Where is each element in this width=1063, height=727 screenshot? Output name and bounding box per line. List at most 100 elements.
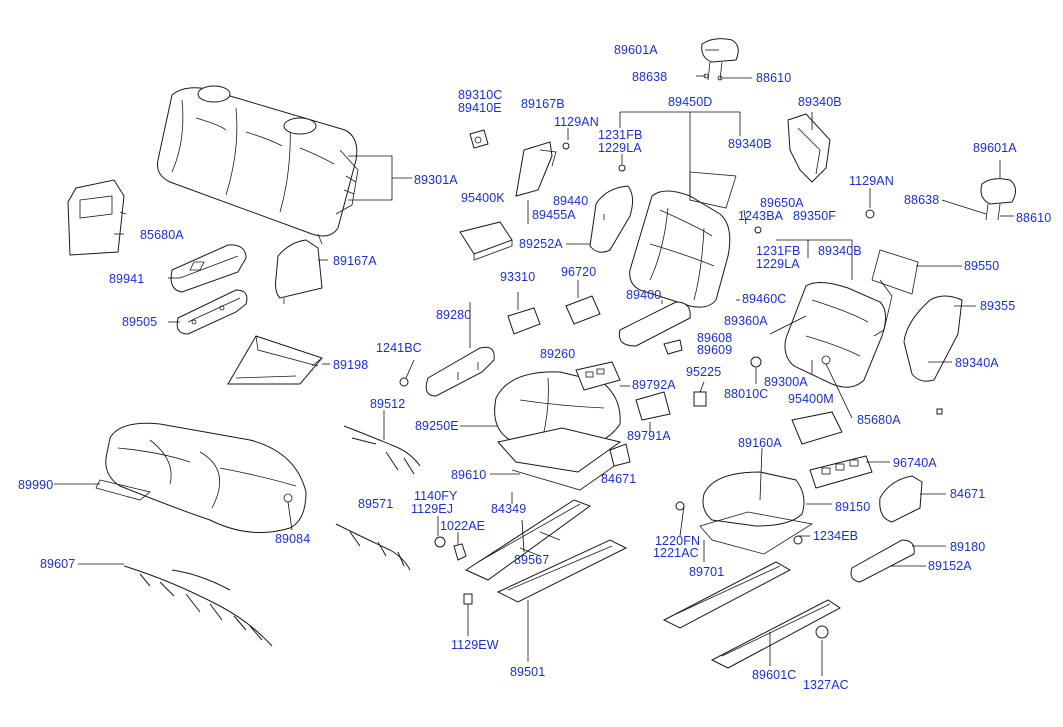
part-label: 89608	[697, 331, 733, 345]
part-label: 89280	[436, 308, 472, 322]
bolt-88010C	[750, 356, 762, 368]
part-label: 1022AE	[440, 519, 486, 533]
panel-89167B	[515, 141, 557, 197]
side-bolster-89440	[589, 185, 634, 253]
bracket-84671-center	[609, 443, 631, 467]
screw-1129AN	[562, 142, 570, 150]
part-label: 89250E	[415, 419, 459, 433]
wiring-harness-89512	[343, 425, 421, 475]
part-label: 88610	[756, 71, 792, 85]
switch-93310	[507, 307, 541, 335]
screw-1243BA	[754, 226, 762, 234]
part-label: 89460C	[742, 292, 787, 306]
part-label: 85680A	[857, 413, 901, 427]
bracket-89340B	[787, 113, 831, 183]
module-96720	[565, 295, 601, 325]
part-label: 89301A	[414, 173, 458, 187]
part-label: 93310	[500, 270, 536, 284]
part-label: 89792A	[632, 378, 676, 392]
part-label: 1229LA	[598, 141, 642, 155]
leader-lines	[54, 49, 1014, 676]
piece-89180	[850, 539, 915, 583]
part-label: 89360A	[724, 314, 768, 328]
part-label: 89180	[950, 540, 986, 554]
part-label: 88638	[904, 193, 940, 207]
part-label: 89350F	[793, 209, 836, 223]
panel-89167A	[275, 239, 323, 304]
bolt-1129EW	[463, 593, 473, 614]
bolster-89355	[903, 295, 963, 382]
armrest	[170, 244, 247, 293]
part-label: 95225	[686, 365, 722, 379]
cover-89791A	[635, 391, 671, 421]
wiring-harness-89607	[123, 565, 273, 647]
part-label: 89252A	[519, 237, 563, 251]
screw-1220FN	[675, 501, 685, 511]
part-label: 89455A	[532, 208, 576, 222]
part-label: 1241BC	[376, 341, 422, 355]
part-label: 89791A	[627, 429, 671, 443]
part-label: 95400M	[788, 392, 834, 406]
rear-seat-cushion	[95, 422, 307, 533]
net-89198	[227, 335, 323, 385]
part-label: 89400	[626, 288, 662, 302]
part-label: 89610	[451, 468, 487, 482]
part-label: 1231FB	[756, 244, 801, 258]
small-clip	[936, 408, 943, 415]
part-label: 88610	[1016, 211, 1052, 225]
headrest-front	[701, 38, 739, 81]
armrest-89280	[425, 346, 495, 397]
part-label: 95400K	[461, 191, 505, 205]
part-label: 84671	[601, 472, 637, 486]
screw-1129AN-right	[865, 209, 875, 219]
part-label: 89167A	[333, 254, 377, 268]
clip-89608	[663, 339, 683, 355]
part-label: 88010C	[724, 387, 769, 401]
nut-1327AC	[815, 625, 829, 639]
part-label: 89501	[510, 665, 546, 679]
part-label: 89650A	[760, 196, 804, 210]
part-label: 1243BA	[738, 209, 784, 223]
part-label: 96740A	[893, 456, 937, 470]
part-label: 89607	[40, 557, 76, 571]
bracket-89505	[176, 289, 248, 335]
part-label: 84671	[950, 487, 986, 501]
part-label: 1220FN	[655, 534, 701, 548]
wiring-harness-89571	[335, 523, 411, 571]
part-label: 96720	[561, 265, 597, 279]
cushion-pan-89610	[497, 427, 622, 491]
part-label: 89512	[370, 397, 406, 411]
part-label: 89167B	[521, 97, 565, 111]
part-label: 89300A	[764, 375, 808, 389]
part-label: 89601A	[614, 43, 658, 57]
part-label: 1234EB	[813, 529, 859, 543]
part-label: 89152A	[928, 559, 972, 573]
relay-95225	[693, 391, 707, 407]
front-cushion-89260	[494, 371, 621, 449]
screw-1234EB	[793, 535, 803, 545]
part-label: 89150	[835, 500, 871, 514]
part-label: 89340B	[728, 137, 772, 151]
part-label: 89567	[514, 553, 550, 567]
part-label: 89310C	[458, 88, 503, 102]
front-cushion-89150	[699, 471, 814, 555]
part-label: 89601A	[973, 141, 1017, 155]
screw-1231FB	[618, 164, 626, 172]
part-label: 1129EJ	[411, 502, 454, 516]
part-label: 1129AN	[554, 115, 599, 129]
part-label: 89340B	[818, 244, 862, 258]
part-label: 89340A	[955, 356, 999, 370]
switch-89792A	[575, 361, 621, 391]
part-label: 89701	[689, 565, 725, 579]
seat-rail-right	[662, 561, 841, 669]
part-label: 84349	[491, 502, 527, 516]
cover-84671-right	[879, 475, 923, 523]
part-label: 89990	[18, 478, 54, 492]
part-label: 89941	[109, 272, 145, 286]
part-label: 89440	[553, 194, 589, 208]
front-seat-back	[629, 171, 737, 308]
headrest-right	[980, 178, 1016, 221]
module-95400K	[459, 221, 513, 261]
part-label: 89505	[122, 315, 158, 329]
seat-rail-center	[464, 499, 628, 603]
